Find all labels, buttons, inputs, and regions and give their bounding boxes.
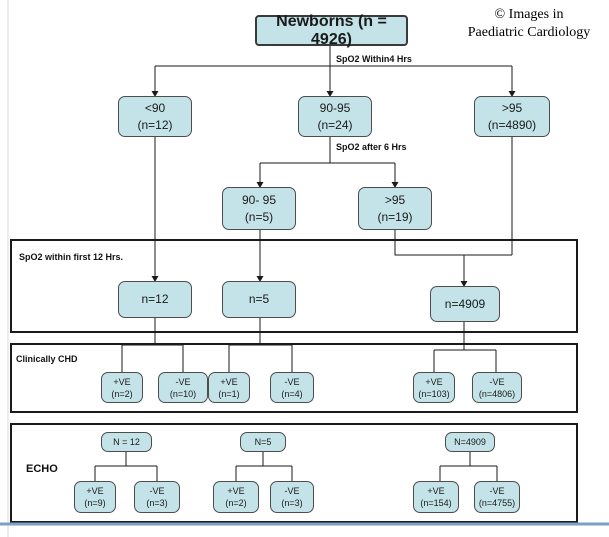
section-label-echo: ECHO bbox=[26, 463, 58, 475]
node-count: N=5 bbox=[254, 437, 272, 447]
root-label: Newborns (n = 4926) bbox=[276, 12, 387, 48]
node-clin-a-pos: +VE (n=2) bbox=[101, 372, 143, 403]
node-clin-b-neg: -VE (n=4) bbox=[270, 372, 314, 403]
node-count: (n=12) bbox=[137, 117, 173, 132]
frame-echo bbox=[10, 423, 578, 523]
node-count: (n=3) bbox=[146, 498, 168, 508]
edge-label-after6: SpO2 after 6 Hrs bbox=[334, 142, 409, 152]
node-count: (n=5) bbox=[244, 209, 274, 224]
node-l3-n5: n=5 bbox=[222, 281, 296, 318]
node-l2-90-95: 90- 95 (n=5) bbox=[222, 187, 296, 230]
node-range: 90- 95 bbox=[241, 192, 277, 207]
node-sign: +VE bbox=[86, 486, 104, 496]
node-count: n=4909 bbox=[444, 296, 486, 311]
edge-l2-gt95-route bbox=[394, 230, 464, 256]
node-sign: -VE bbox=[489, 486, 505, 496]
node-sign: -VE bbox=[489, 376, 505, 387]
node-count: (n=3) bbox=[281, 498, 303, 508]
node-sign: +VE bbox=[220, 376, 238, 387]
node-echo-a-neg: -VE (n=3) bbox=[134, 481, 180, 513]
copyright-watermark: © Images in Paediatric Cardiology bbox=[452, 6, 606, 42]
node-sign: -VE bbox=[284, 486, 300, 496]
node-sign: -VE bbox=[175, 376, 191, 387]
node-echo-b-neg: -VE (n=3) bbox=[270, 481, 314, 513]
node-count: n=5 bbox=[248, 292, 270, 306]
node-count: (n=103) bbox=[418, 388, 450, 399]
watermark-line2: Paediatric Cardiology bbox=[467, 25, 591, 40]
node-sign: +VE bbox=[425, 376, 443, 387]
node-count: (n=2) bbox=[225, 498, 247, 508]
node-echo-a-total: N = 12 bbox=[101, 432, 152, 452]
node-count: (n=24) bbox=[317, 117, 353, 132]
node-count: N = 12 bbox=[113, 437, 140, 447]
node-count: (n=19) bbox=[377, 209, 413, 224]
node-l3-n4909: n=4909 bbox=[430, 286, 500, 322]
frame-spo2-12hrs bbox=[10, 239, 578, 333]
node-clin-c-pos: +VE (n=103) bbox=[413, 372, 455, 403]
node-range: >95 bbox=[384, 192, 406, 207]
node-echo-b-pos: +VE (n=2) bbox=[213, 481, 259, 513]
node-range: >95 bbox=[501, 100, 523, 115]
node-sign: +VE bbox=[113, 376, 131, 387]
node-count: (n=9) bbox=[84, 498, 106, 508]
section-label-spo2-12hrs: SpO2 within first 12 Hrs. bbox=[19, 252, 124, 262]
node-echo-c-pos: +VE (n=154) bbox=[413, 481, 459, 513]
node-echo-c-neg: -VE (n=4755) bbox=[474, 481, 520, 513]
node-count: (n=2) bbox=[111, 388, 133, 399]
node-count: (n=1) bbox=[218, 388, 240, 399]
node-count: N=4909 bbox=[454, 437, 486, 447]
node-echo-c-total: N=4909 bbox=[445, 432, 495, 452]
node-sign: +VE bbox=[227, 486, 245, 496]
node-count: n=12 bbox=[141, 292, 169, 306]
node-clin-c-neg: -VE (n=4806) bbox=[472, 372, 522, 403]
node-l2-gt95: >95 (n=19) bbox=[358, 187, 432, 230]
node-count: (n=4) bbox=[281, 388, 303, 399]
node-count: (n=10) bbox=[169, 388, 197, 399]
node-count: (n=4806) bbox=[478, 388, 516, 399]
node-l3-n12: n=12 bbox=[118, 281, 192, 318]
frame-clinical-chd bbox=[10, 343, 578, 413]
node-sign: -VE bbox=[149, 486, 165, 496]
node-count: (n=154) bbox=[420, 498, 452, 508]
node-clin-b-pos: +VE (n=1) bbox=[208, 372, 250, 403]
node-clin-a-neg: -VE (n=10) bbox=[158, 372, 208, 403]
edge-label-within4: SpO2 Within4 Hrs bbox=[334, 54, 414, 64]
node-l1-90-95: 90-95 (n=24) bbox=[298, 96, 372, 137]
node-count: (n=4890) bbox=[487, 117, 537, 132]
watermark-line1: © Images in bbox=[494, 7, 564, 22]
node-l1-gt95: >95 (n=4890) bbox=[474, 96, 550, 137]
node-range: <90 bbox=[144, 100, 166, 115]
section-label-clinical-chd: Clinically CHD bbox=[16, 354, 78, 364]
node-sign: -VE bbox=[284, 376, 300, 387]
node-echo-b-total: N=5 bbox=[240, 432, 286, 452]
node-range: 90-95 bbox=[319, 100, 351, 115]
node-echo-a-pos: +VE (n=9) bbox=[74, 481, 116, 513]
node-count: (n=4755) bbox=[478, 498, 516, 508]
root-node-newborns: Newborns (n = 4926) bbox=[255, 12, 408, 48]
node-l1-lt90: <90 (n=12) bbox=[118, 96, 192, 137]
node-sign: +VE bbox=[427, 486, 445, 496]
